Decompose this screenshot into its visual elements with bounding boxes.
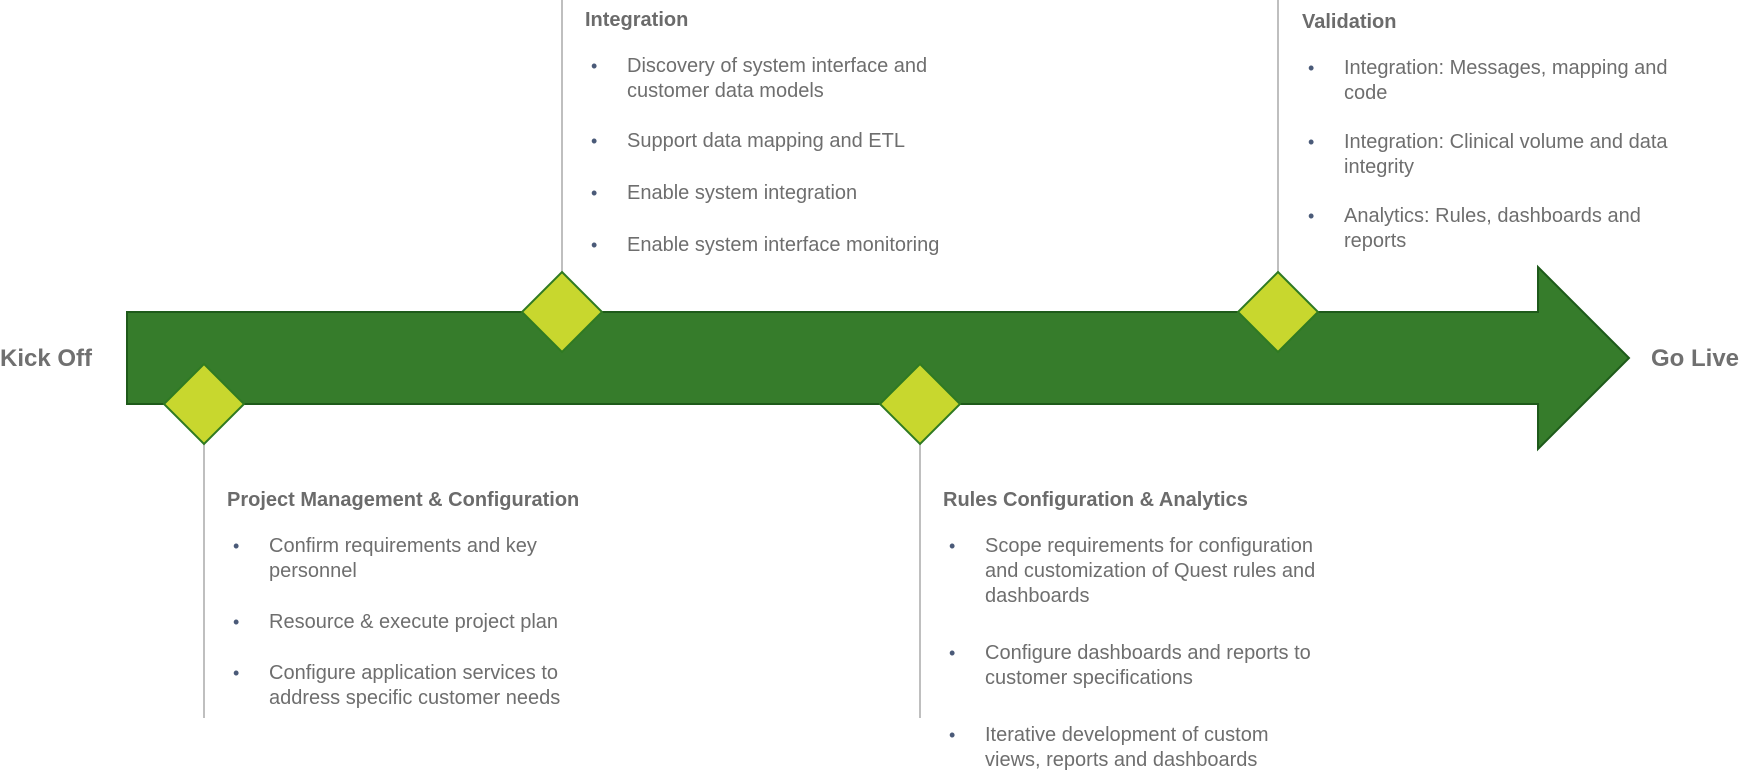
list-item: • Integration: Messages, mapping and code xyxy=(1302,56,1682,106)
list-item: • Configure dashboards and reports to cus… xyxy=(943,641,1323,691)
phase-list-validation: • Integration: Messages, mapping and code… xyxy=(1302,56,1682,254)
bullet-icon: • xyxy=(233,663,240,683)
phase-list-rules-configuration: • Scope requirements for configuration an… xyxy=(943,534,1323,773)
list-item-text: Resource & execute project plan xyxy=(269,611,559,633)
list-item-text: Discovery of system interface and custom… xyxy=(627,55,928,102)
bullet-icon: • xyxy=(591,56,598,76)
bullet-icon: • xyxy=(591,235,598,255)
milestone-diamond-rules-configuration xyxy=(878,362,962,446)
list-item: • Integration: Clinical volume and data i… xyxy=(1302,130,1682,180)
bullet-icon: • xyxy=(591,131,598,151)
list-item: • Configure application services to addre… xyxy=(227,661,627,711)
list-item: • Scope requirements for configuration an… xyxy=(943,534,1323,609)
list-item-text: Confirm requirements and key personnel xyxy=(269,535,537,582)
list-item-text: Scope requirements for configuration and… xyxy=(985,535,1316,607)
list-item-text: Enable system interface monitoring xyxy=(627,234,940,256)
bullet-icon: • xyxy=(1308,132,1315,152)
phase-title-validation: Validation xyxy=(1302,11,1397,33)
phase-list-integration: • Discovery of system interface and custo… xyxy=(585,54,1005,258)
bullet-icon: • xyxy=(949,643,956,663)
phase-validation: Validation • Integration: Messages, mappi… xyxy=(1302,10,1682,281)
milestone-diamond-validation xyxy=(1236,270,1320,354)
phase-integration: Integration • Discovery of system interfa… xyxy=(585,8,1005,285)
list-item-text: Iterative development of custom views, r… xyxy=(985,724,1269,771)
list-item: • Resource & execute project plan xyxy=(227,610,627,635)
go-live-label: Go Live xyxy=(1651,345,1740,372)
bullet-icon: • xyxy=(591,183,598,203)
list-item-text: Integration: Messages, mapping and code xyxy=(1344,57,1668,104)
list-item: • Enable system integration xyxy=(585,181,1005,206)
list-item-text: Configure application services to addres… xyxy=(269,662,561,709)
bullet-icon: • xyxy=(949,725,956,745)
phase-title-rules-configuration: Rules Configuration & Analytics xyxy=(943,489,1248,511)
list-item: • Analytics: Rules, dashboards and report… xyxy=(1302,204,1682,254)
phase-project-management: Project Management & Configuration • Conf… xyxy=(227,488,627,738)
milestone-diamond-project-management xyxy=(162,362,246,446)
list-item-text: Support data mapping and ETL xyxy=(627,130,905,152)
list-item-text: Integration: Clinical volume and data in… xyxy=(1344,131,1668,178)
kick-off-label: Kick Off xyxy=(0,345,93,372)
bullet-icon: • xyxy=(233,536,240,556)
list-item: • Enable system interface monitoring xyxy=(585,233,1005,258)
list-item-text: Enable system integration xyxy=(627,182,858,204)
phase-title-project-management: Project Management & Configuration xyxy=(227,489,580,511)
list-item-text: Configure dashboards and reports to cust… xyxy=(985,642,1311,689)
bullet-icon: • xyxy=(949,536,956,556)
bullet-icon: • xyxy=(1308,206,1315,226)
list-item: • Support data mapping and ETL xyxy=(585,129,1005,154)
bullet-icon: • xyxy=(233,612,240,632)
list-item: • Confirm requirements and key personnel xyxy=(227,534,627,584)
phase-title-integration: Integration xyxy=(585,9,689,31)
milestone-diamond-integration xyxy=(520,270,604,354)
bullet-icon: • xyxy=(1308,58,1315,78)
timeline-arrow xyxy=(126,264,1631,452)
list-item: • Discovery of system interface and custo… xyxy=(585,54,1005,104)
phase-rules-configuration: Rules Configuration & Analytics • Scope r… xyxy=(943,488,1323,773)
phase-list-project-management: •Confirm requirements and key personnel … xyxy=(227,534,627,711)
list-item-text: Analytics: Rules, dashboards and reports xyxy=(1344,205,1641,252)
